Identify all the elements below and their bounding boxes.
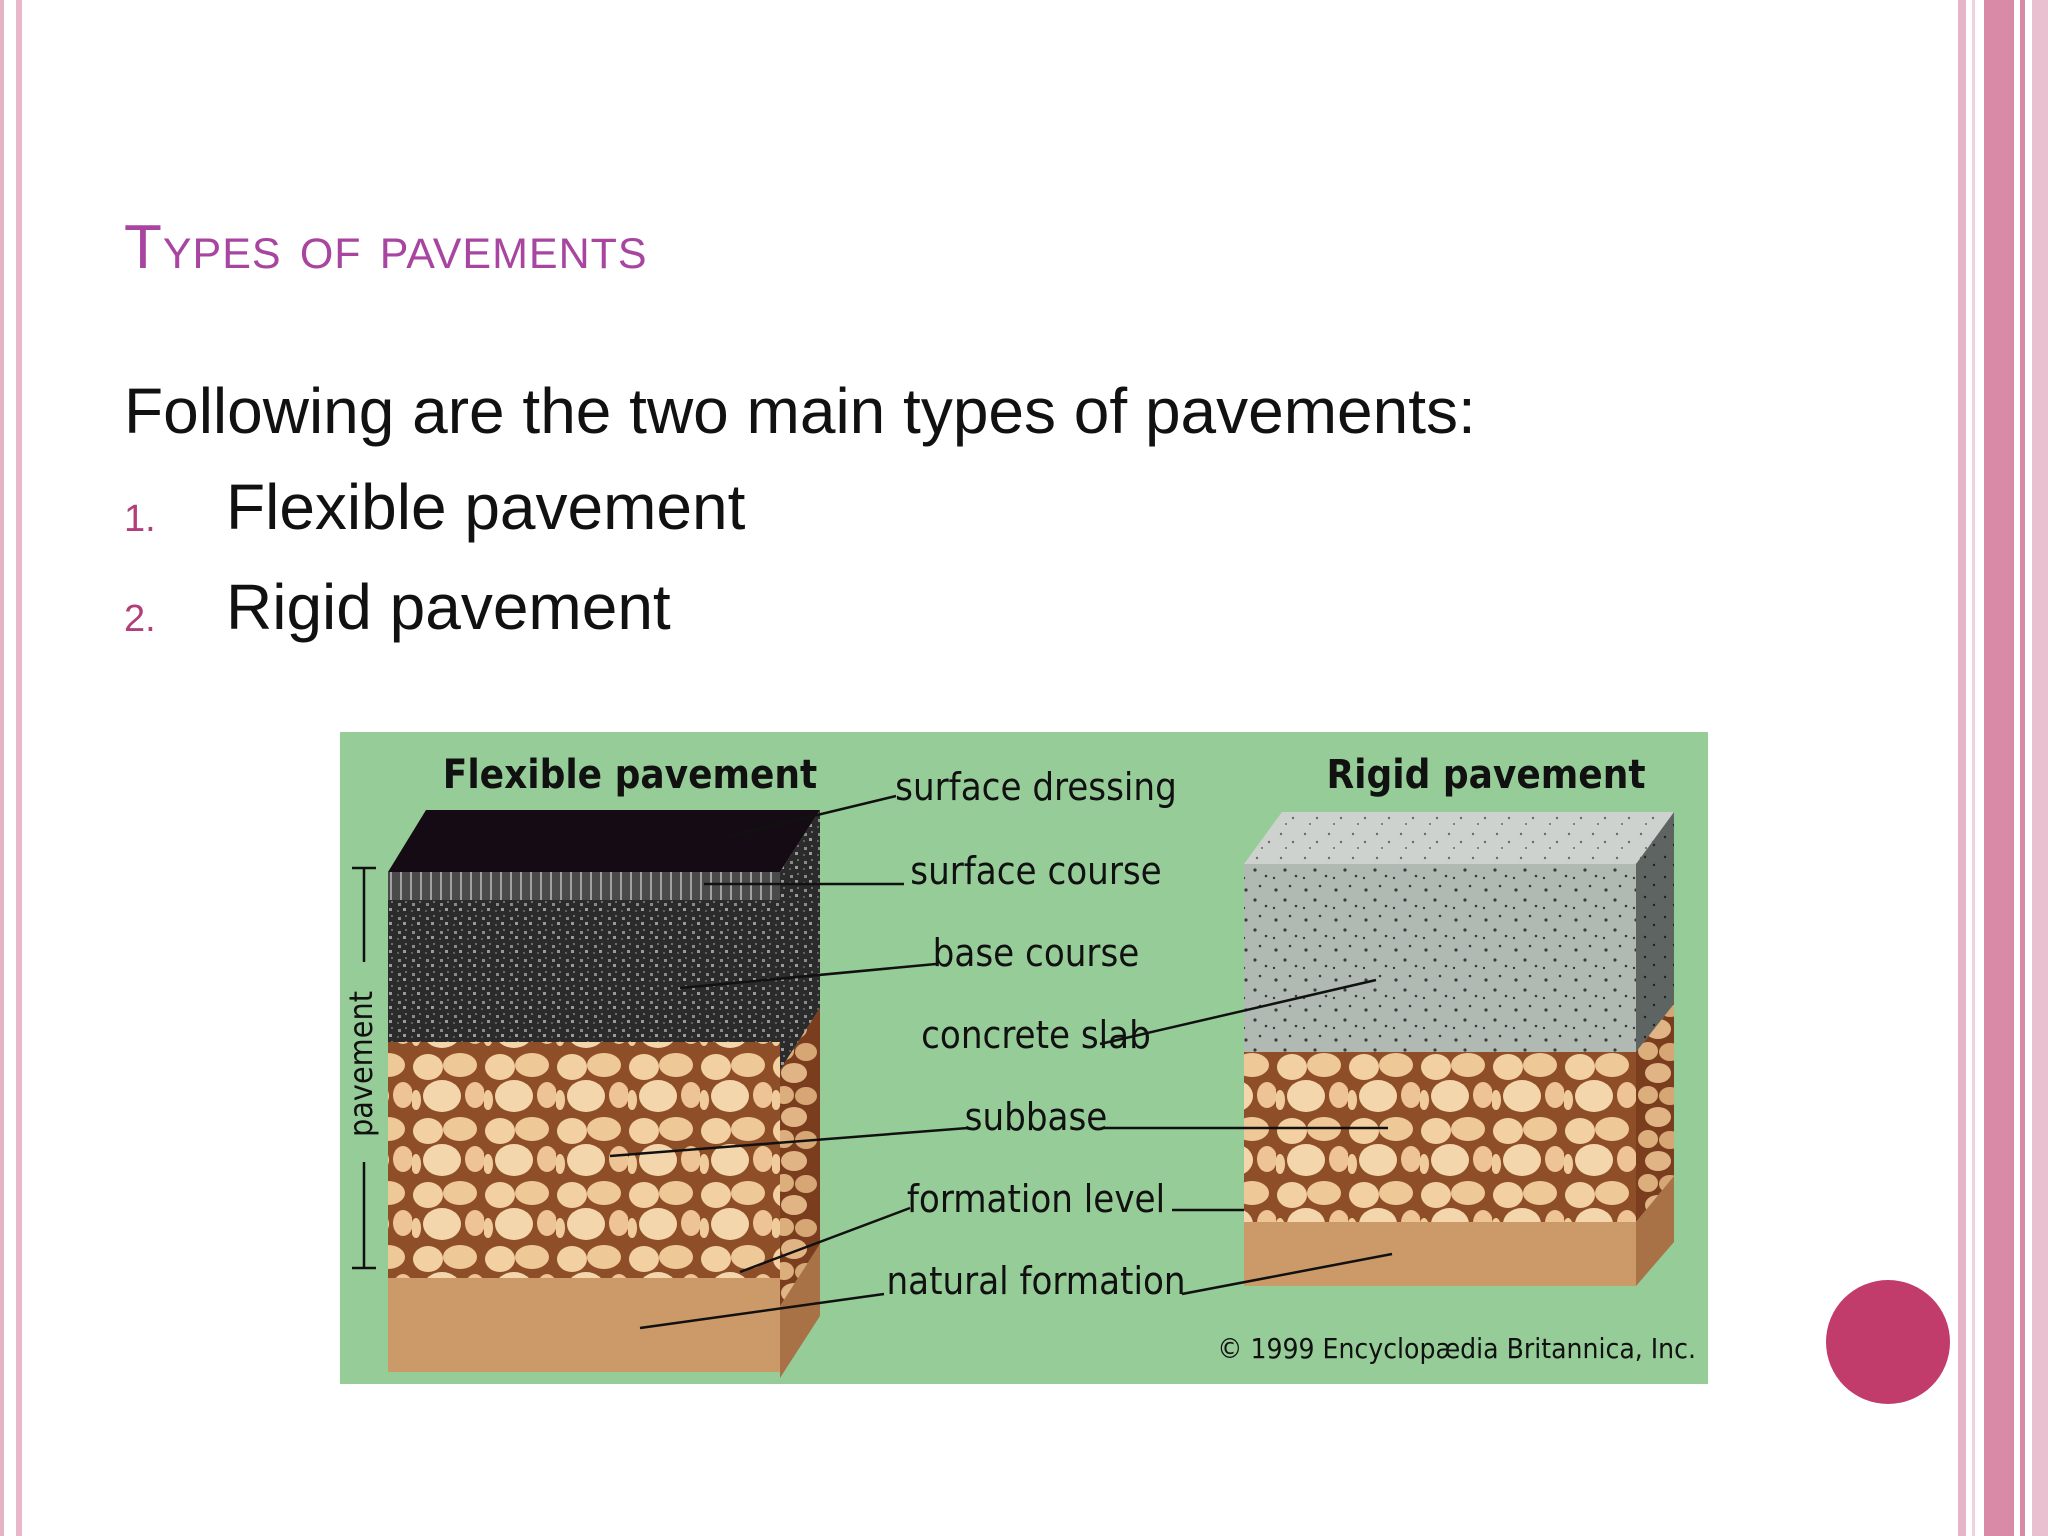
dimension-label: pavement xyxy=(342,991,380,1137)
rigid-side-concrete xyxy=(1636,812,1674,1052)
label-natural-formation: natural formation xyxy=(886,1259,1185,1303)
pavement-diagram: pavement Flexible pavement Rigid pavemen… xyxy=(340,732,1708,1384)
flexible-side-asphalt xyxy=(780,810,820,1070)
list-item-number: 2. xyxy=(124,598,156,640)
flexible-subbase-layer xyxy=(388,1042,780,1278)
right-border-band xyxy=(1984,0,2014,1536)
right-border-stripe xyxy=(1958,0,1966,1536)
surface-dressing-layer xyxy=(388,810,820,872)
intro-text: Following are the two main types of pave… xyxy=(124,375,1476,447)
flexible-side-stones xyxy=(780,1008,820,1306)
slide-title: Types of pavements xyxy=(124,213,648,282)
surface-course-layer xyxy=(388,872,780,900)
flexible-side-soil xyxy=(780,1244,820,1378)
flexible-natural-formation-layer xyxy=(388,1278,780,1372)
left-border-stripe-inner xyxy=(16,0,22,1536)
rigid-side-soil xyxy=(1636,1176,1674,1286)
right-border-stripe xyxy=(1972,0,1975,1536)
label-surface-course: surface course xyxy=(910,849,1161,893)
rigid-subbase-layer xyxy=(1244,1052,1636,1222)
label-surface-dressing: surface dressing xyxy=(895,765,1177,809)
diagram-heading-rigid: Rigid pavement xyxy=(1326,752,1645,798)
label-subbase: subbase xyxy=(965,1095,1108,1139)
right-border-edge xyxy=(2032,0,2048,1536)
rigid-natural-formation-layer xyxy=(1244,1222,1636,1286)
concrete-slab-layer xyxy=(1244,864,1636,1052)
base-course-layer xyxy=(388,900,780,1042)
rigid-pavement-block xyxy=(1244,812,1674,1286)
list-item-number: 1. xyxy=(124,498,156,540)
flexible-pavement-block xyxy=(388,810,820,1384)
decorative-circle xyxy=(1826,1280,1950,1404)
leader-lines xyxy=(609,794,1393,1330)
rigid-side-stones xyxy=(1636,1004,1674,1222)
label-base-course: base course xyxy=(933,931,1140,975)
label-formation-level: formation level xyxy=(907,1177,1165,1221)
copyright-notice: © 1999 Encyclopædia Britannica, Inc. xyxy=(1217,1332,1696,1365)
left-border-stripe xyxy=(0,0,4,1536)
list-item-text: Flexible pavement xyxy=(226,471,746,543)
concrete-slab-top xyxy=(1244,812,1674,864)
label-concrete-slab: concrete slab xyxy=(921,1013,1151,1057)
diagram-heading-flexible: Flexible pavement xyxy=(443,752,818,798)
right-border-stripe xyxy=(2020,0,2025,1536)
list-item-text: Rigid pavement xyxy=(226,571,671,643)
